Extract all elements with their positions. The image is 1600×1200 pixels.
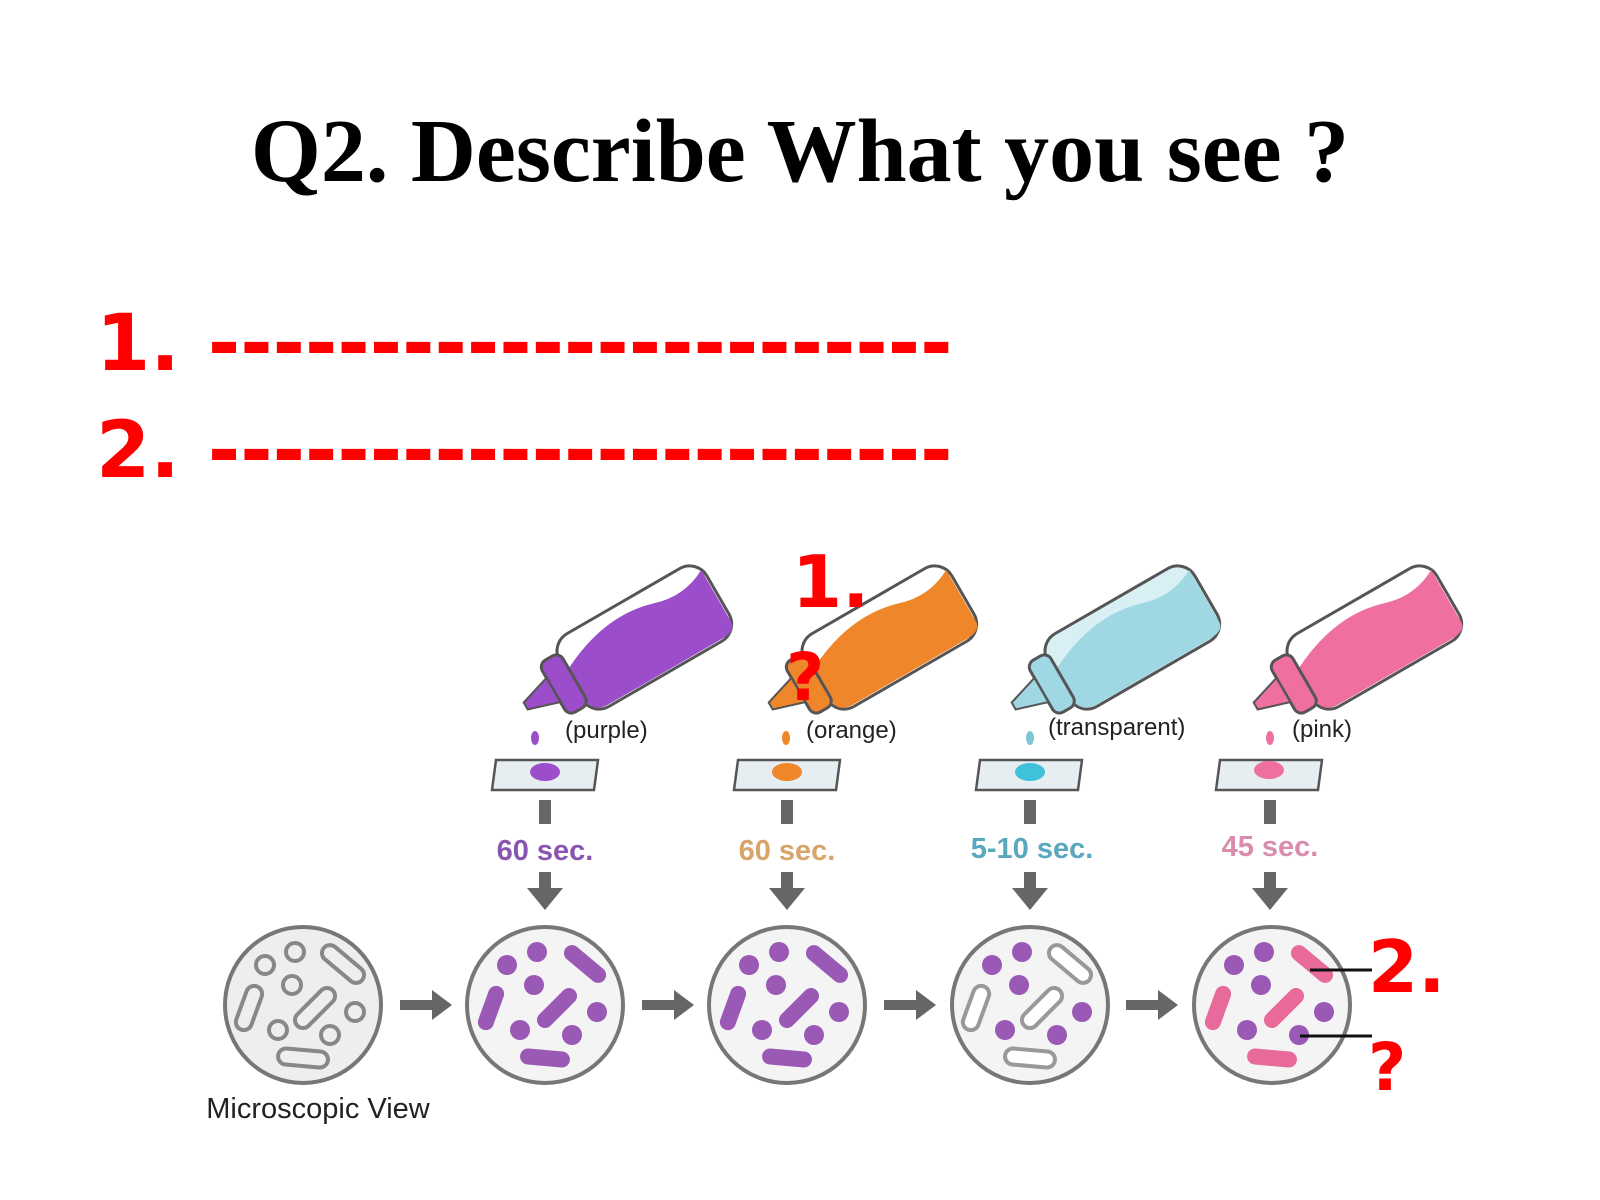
slide-purple	[490, 758, 600, 792]
answer-blank-2[interactable]: -----------------------	[207, 406, 953, 496]
arrow-shaft-transparent	[1024, 800, 1036, 824]
arrow-shaft-purple	[539, 800, 551, 824]
answer-line-2: 2.-----------------------	[96, 412, 953, 490]
answer-line-1: 1.-----------------------	[96, 305, 953, 383]
stain-label-purple: (purple)	[565, 717, 648, 744]
drop-pink	[1266, 731, 1274, 745]
microscope-view-unstained	[223, 925, 383, 1085]
microscope-view-safranin	[1192, 925, 1352, 1085]
time-label-orange: 60 sec.	[739, 835, 836, 867]
slide-orange	[732, 758, 842, 792]
arrow-shaft-orange	[781, 800, 793, 824]
stain-bottle-orange	[767, 564, 979, 715]
stain-bottle-pink	[1252, 564, 1464, 715]
time-label-transparent: 5-10 sec.	[971, 833, 1094, 865]
arrow-right-4	[1126, 990, 1178, 1020]
stain-label-transparent: (transparent)	[1048, 714, 1185, 741]
question-title: Q2. Describe What you see ?	[250, 102, 1350, 201]
callout-1-number: 1.	[792, 540, 869, 624]
arrow-down-transparent	[1012, 872, 1048, 910]
callout-2: 2. ?	[1300, 925, 1445, 1106]
stain-label-orange: (orange)	[806, 717, 897, 744]
arrow-shaft-pink	[1264, 800, 1276, 824]
drop-purple	[531, 731, 539, 745]
microscope-view-crystal-violet	[465, 925, 625, 1085]
arrow-right-1	[400, 990, 452, 1020]
answer-blank-1[interactable]: -----------------------	[207, 299, 953, 389]
stain-bottle-purple	[522, 564, 734, 715]
callout-1: 1. ?	[786, 540, 869, 716]
stain-label-pink: (pink)	[1292, 716, 1352, 743]
drop-orange	[782, 731, 790, 745]
stain-step-purple: (purple) 60 sec.	[490, 564, 734, 910]
stain-step-transparent: (transparent) 5-10 sec.	[971, 564, 1222, 910]
microscope-view-iodine	[707, 925, 867, 1085]
arrow-down-purple	[527, 872, 563, 910]
arrow-right-3	[884, 990, 936, 1020]
callout-1-question-mark: ?	[786, 639, 824, 716]
microscope-view-decolorizer	[950, 925, 1110, 1085]
stain-step-pink: (pink) 45 sec.	[1214, 564, 1464, 910]
arrow-right-2	[642, 990, 694, 1020]
time-label-pink: 45 sec.	[1222, 831, 1319, 863]
stain-bottle-transparent	[1010, 564, 1222, 715]
time-label-purple: 60 sec.	[497, 835, 594, 867]
slide-pink	[1214, 758, 1324, 792]
drop-transparent	[1026, 731, 1034, 745]
callout-2-number: 2.	[1368, 925, 1445, 1009]
arrow-down-orange	[769, 872, 805, 910]
callout-2-question-mark: ?	[1368, 1029, 1406, 1106]
microscopic-view-label: Microscopic View	[206, 1093, 431, 1125]
stain-step-orange: (orange) 60 sec.	[732, 564, 979, 910]
answer-number-2: 2.	[96, 406, 180, 496]
arrow-down-pink	[1252, 872, 1288, 910]
slide-transparent	[974, 758, 1084, 792]
answer-number-1: 1.	[96, 299, 180, 389]
